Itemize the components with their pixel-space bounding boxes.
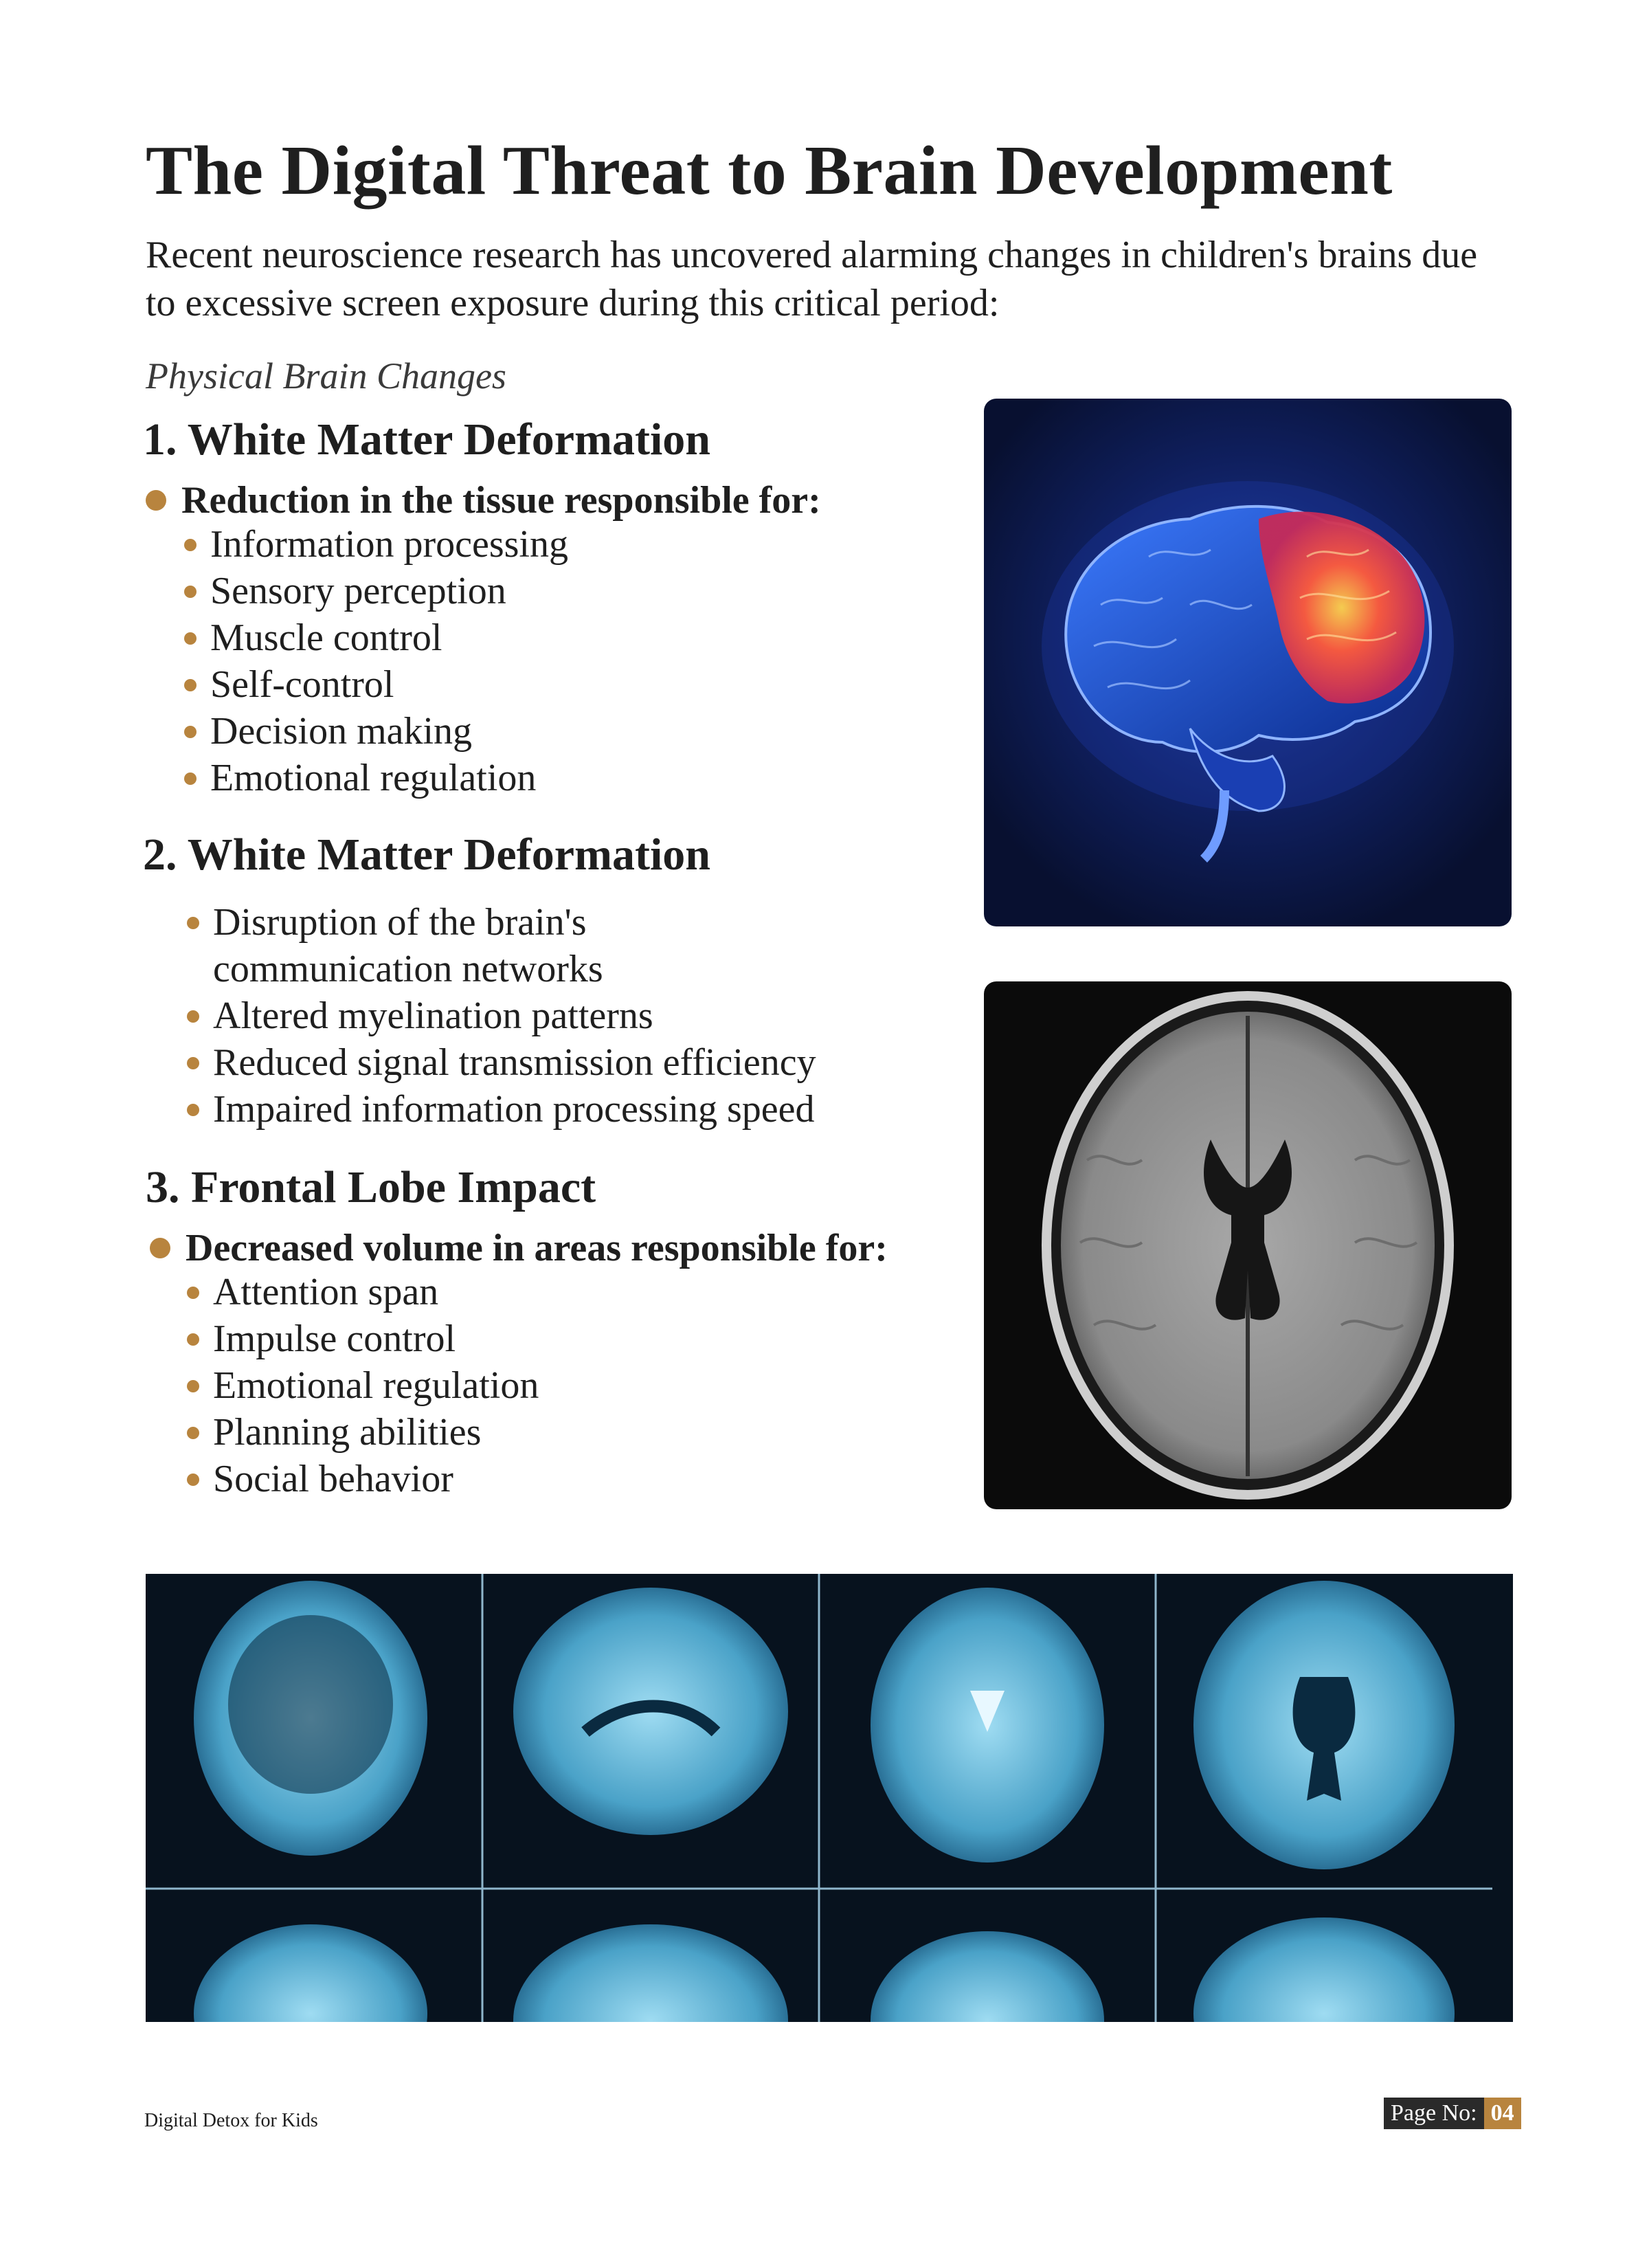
list-item: Reduced signal transmission efficiency [187,1039,915,1086]
page-number-value: 04 [1483,2098,1521,2129]
page-number-badge: Page No: 04 [1384,2098,1521,2129]
section-3-lead-text: Decreased volume in areas responsible fo… [186,1227,888,1269]
bullet-icon [184,679,197,691]
list-item: Emotional regulation [184,755,821,801]
list-item: Altered myelination patterns [187,992,915,1039]
bullet-icon [184,632,197,645]
list-item: Impaired information processing speed [187,1086,915,1133]
bullet-icon [187,1427,199,1439]
list-item: Self-control [184,661,821,708]
section-3: 3. Frontal Lobe Impact Decreased volume … [146,1161,888,1502]
bullet-icon [187,1474,199,1486]
list-item: Disruption of the brain's communication … [187,899,915,992]
section-3-list: Attention span Impulse control Emotional… [187,1269,888,1502]
page-number-label: Page No: [1384,2098,1484,2129]
list-item: Impulse control [187,1315,888,1362]
bullet-icon [146,490,166,511]
section-2-list: Disruption of the brain's communication … [187,899,915,1133]
mri-scan-strip-image [146,1574,1513,2117]
list-item: Decision making [184,708,821,755]
section-subheading: Physical Brain Changes [146,355,506,397]
bullet-icon [150,1238,170,1258]
bullet-icon [184,539,197,551]
footer-book-title: Digital Detox for Kids [144,2110,318,2131]
brain-illustration-icon [1042,481,1454,863]
section-2-heading: 2. White Matter Deformation [143,830,710,880]
bullet-icon [187,1104,199,1116]
section-1: 1. White Matter Deformation Reduction in… [143,414,821,801]
list-item: Planning abilities [187,1409,888,1456]
list-item: Sensory perception [184,568,821,614]
bullet-icon [187,1010,199,1023]
bullet-icon [187,917,199,929]
brain-illustration-image [984,399,1512,926]
page-title: The Digital Threat to Brain Development [146,132,1393,210]
bullet-icon [187,1380,199,1392]
section-1-lead: Reduction in the tissue responsible for: [146,478,821,522]
section-1-lead-text: Reduction in the tissue responsible for: [181,479,821,522]
section-3-lead: Decreased volume in areas responsible fo… [150,1226,888,1270]
mri-scans-icon [146,1574,1492,2117]
mri-axial-scan-image [984,981,1512,1509]
section-1-heading: 1. White Matter Deformation [143,414,710,465]
mri-scan-icon [1042,991,1454,1500]
list-item: Muscle control [184,614,821,661]
intro-paragraph: Recent neuroscience research has uncover… [146,234,1478,324]
list-item: Social behavior [187,1456,888,1502]
section-3-heading: 3. Frontal Lobe Impact [146,1162,596,1212]
bullet-icon [184,586,197,598]
bullet-icon [184,726,197,738]
bullet-icon [184,772,197,785]
bullet-icon [187,1287,199,1299]
section-2: 2. White Matter Deformation Disruption o… [143,829,915,1133]
bullet-icon [187,1333,199,1346]
list-item: Information processing [184,521,821,568]
section-1-list: Information processing Sensory perceptio… [184,521,821,801]
list-item: Attention span [187,1269,888,1315]
list-item: Emotional regulation [187,1362,888,1409]
bullet-icon [187,1057,199,1069]
